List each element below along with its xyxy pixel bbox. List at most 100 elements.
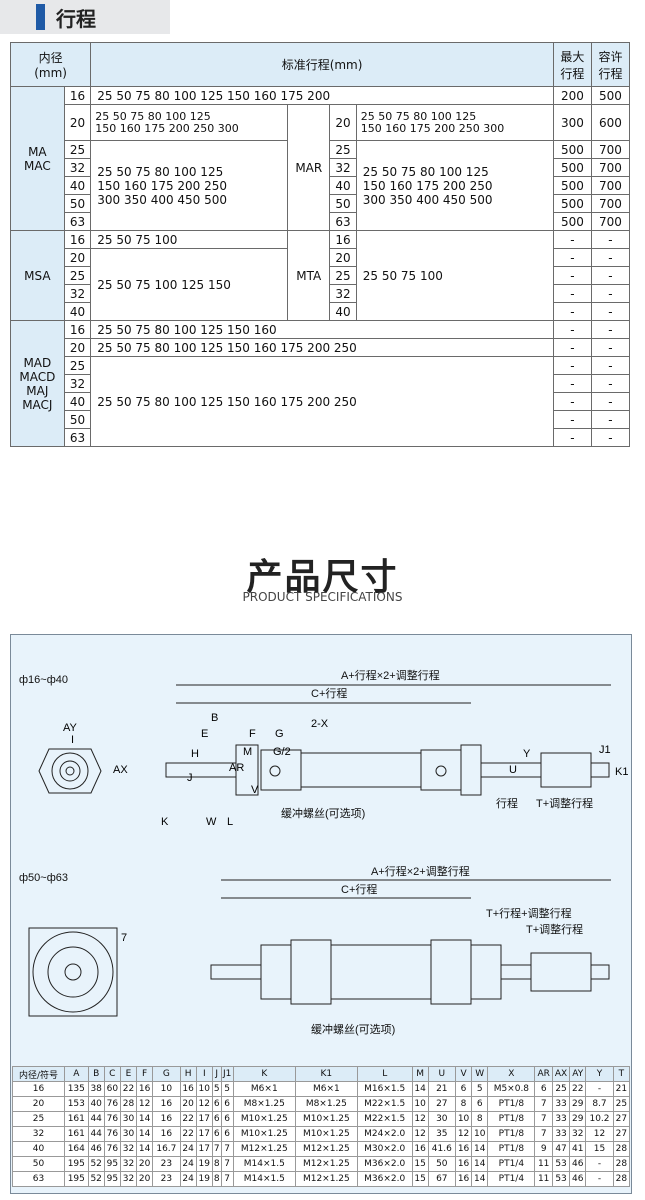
dims-cell: 33: [551, 1096, 571, 1112]
bore-cell: 40: [329, 302, 357, 321]
dims-header-cell: K1: [294, 1066, 358, 1082]
header-allow: 容许行程: [590, 42, 631, 87]
table-header-row: 内径(mm)标准行程(mm)最大行程容许行程: [9, 42, 631, 87]
dims-cell: 14: [136, 1126, 154, 1142]
dims-header-cell: AY: [569, 1066, 587, 1082]
allow-cell: -: [590, 356, 631, 375]
dims-cell: -: [585, 1081, 614, 1097]
max-cell: -: [552, 284, 592, 303]
dim-letter-k1: K1: [615, 766, 628, 778]
dims-cell: 63: [12, 1171, 65, 1187]
bore-cell: 32: [63, 158, 92, 177]
bore-cell: 63: [63, 428, 92, 447]
dims-cell: 28: [612, 1171, 631, 1187]
max-cell: 300: [552, 104, 592, 141]
dims-cell: 28: [119, 1096, 138, 1112]
dims-cell: 32: [569, 1126, 587, 1142]
model-cell: MSA: [10, 230, 65, 321]
dims-cell: 32: [119, 1141, 138, 1157]
dims-cell: PT1/4: [487, 1171, 536, 1187]
dims-cell: 17: [195, 1126, 213, 1142]
dims-cell: 195: [63, 1171, 89, 1187]
dims-cell: 46: [569, 1156, 587, 1172]
dims-header-cell: G: [152, 1066, 181, 1082]
dim-letter-j1: J1: [599, 744, 611, 756]
dim-t-adj: T+调整行程: [536, 796, 593, 810]
dims-cell: 6: [220, 1126, 234, 1142]
bore-cell: 40: [63, 302, 92, 321]
dims-cell: 23: [152, 1156, 181, 1172]
label-bore-small: ф16~ф40: [19, 674, 68, 686]
dims-cell: 33: [551, 1111, 571, 1127]
dims-cell: 32: [12, 1126, 65, 1142]
dims-cell: 27: [612, 1126, 631, 1142]
dim-letter-u: U: [509, 764, 517, 776]
dims-cell: 6: [220, 1111, 234, 1127]
dims-cell: 7: [534, 1096, 553, 1112]
dim-letter-ax: AX: [113, 764, 128, 776]
dims-cell: 7: [220, 1171, 234, 1187]
dims-cell: 161: [63, 1111, 89, 1127]
dims-cell: 29: [569, 1096, 587, 1112]
dims-cell: 12: [195, 1096, 213, 1112]
dim-letter-e: E: [201, 728, 208, 740]
dims-cell: 17: [195, 1141, 213, 1157]
allow-cell: 700: [590, 212, 631, 231]
header-bore: 内径(mm): [9, 42, 92, 87]
dims-header-cell: K: [232, 1066, 296, 1082]
bore-cell: 16: [329, 230, 357, 249]
dims-header-cell: X: [487, 1066, 536, 1082]
dims-cell: 14: [411, 1081, 429, 1097]
max-cell: -: [552, 302, 592, 321]
dims-header-cell: L: [356, 1066, 413, 1082]
dims-cell: 22: [179, 1126, 197, 1142]
bore-cell: 20: [329, 248, 357, 267]
dims-cell: 16: [12, 1081, 65, 1097]
dims-cell: 44: [87, 1111, 105, 1127]
dims-cell: 76: [103, 1096, 121, 1112]
dims-cell: 5: [211, 1081, 222, 1097]
dims-header-cell: M: [411, 1066, 429, 1082]
dims-cell: M6×1: [232, 1081, 296, 1097]
dims-cell: M24×2.0: [356, 1126, 413, 1142]
dims-cell: M10×1.25: [294, 1111, 358, 1127]
dims-cell: 25: [612, 1096, 631, 1112]
dims-cell: 10: [152, 1081, 181, 1097]
allow-cell: -: [590, 374, 631, 393]
dim-letter-b: B: [211, 712, 218, 724]
dims-header-cell: I: [195, 1066, 213, 1082]
dims-cell: 22: [569, 1081, 587, 1097]
dims-cell: 16: [454, 1141, 473, 1157]
bore-cell: 20: [63, 338, 92, 357]
dims-cell: 76: [103, 1141, 121, 1157]
bore-cell: 20: [63, 104, 92, 141]
dims-cell: M12×1.25: [294, 1171, 358, 1187]
dims-cell: 35: [427, 1126, 456, 1142]
dims-cell: 16.7: [152, 1141, 181, 1157]
dims-cell: M14×1.5: [232, 1156, 296, 1172]
bore-cell: 16: [63, 320, 92, 339]
dims-cell: 16: [136, 1081, 154, 1097]
dims-header-cell: A: [63, 1066, 89, 1082]
bore-cell: 25: [329, 266, 357, 285]
dims-cell: 16: [152, 1126, 181, 1142]
dims-cell: M36×2.0: [356, 1171, 413, 1187]
allow-cell: -: [590, 392, 631, 411]
stroke-cell: 25 50 75 80 100 125 150 160 175 200: [90, 86, 554, 105]
dimension-drawing: ф16~ф40 ф50~ф63 A+行程×2+调整行程 C+行程 缓冲螺丝(可选…: [19, 668, 628, 1036]
dims-cell: 6: [211, 1096, 222, 1112]
dims-cell: 24: [179, 1156, 197, 1172]
dims-cell: 60: [103, 1081, 121, 1097]
allow-cell: 500: [590, 86, 631, 105]
dims-header-cell: T: [612, 1066, 631, 1082]
dims-cell: 46: [87, 1141, 105, 1157]
dim-letter-f: F: [249, 728, 256, 740]
